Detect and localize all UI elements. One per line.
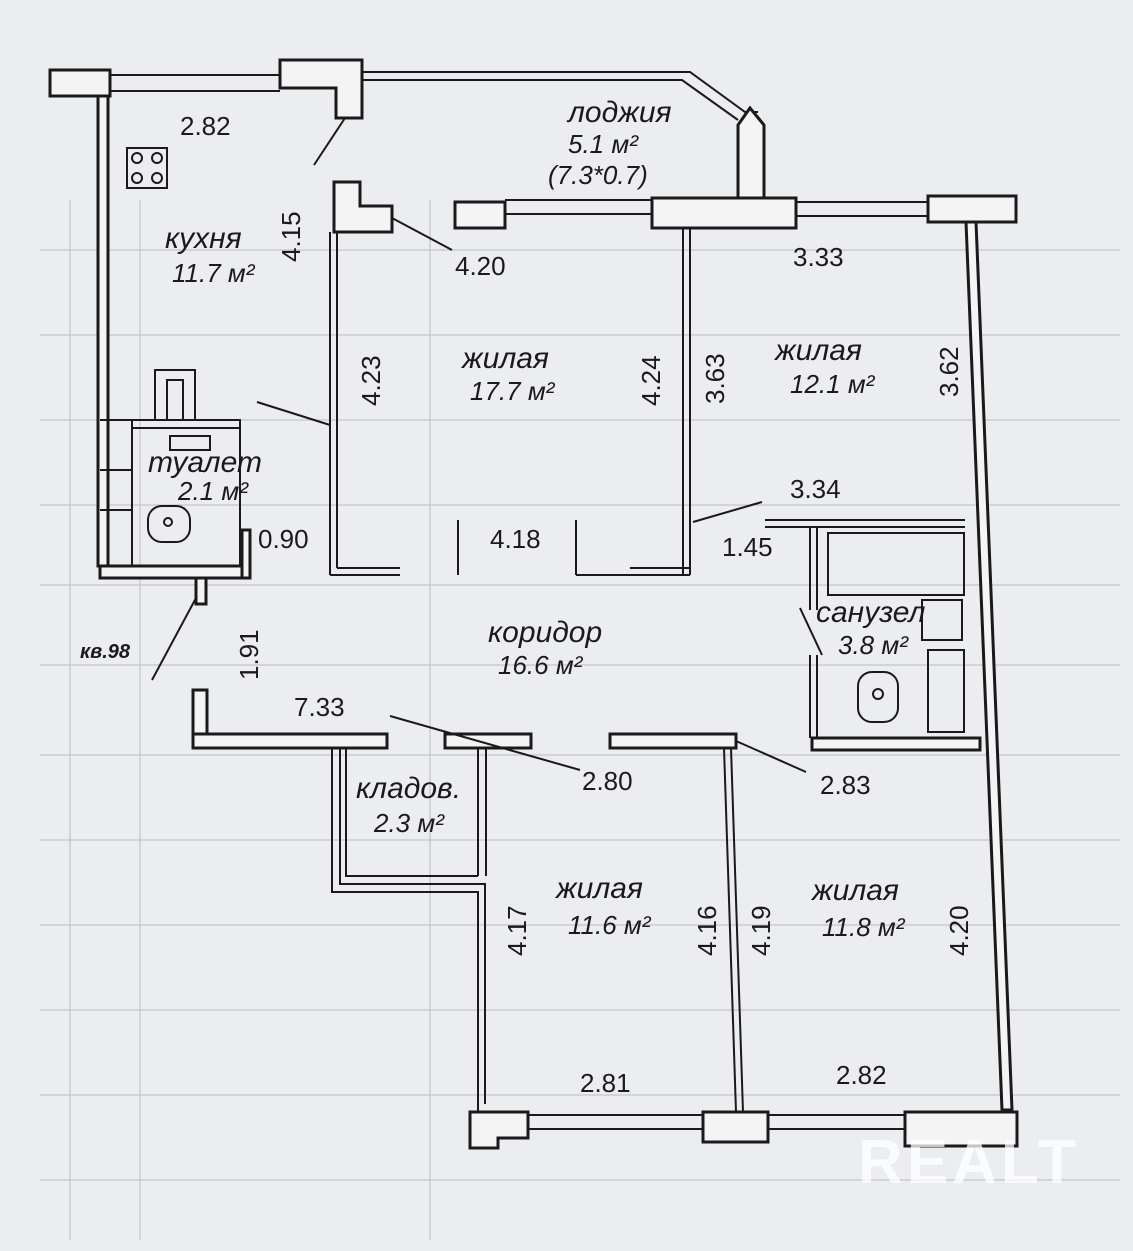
apartment-number: кв.98 bbox=[80, 641, 131, 663]
dim-living4-bottom: 2.82 bbox=[836, 1060, 887, 1090]
dim-living1-left: 4.23 bbox=[356, 355, 386, 406]
watermark-logo: REALT bbox=[858, 1128, 1080, 1197]
dim-loggia-link: 4.20 bbox=[455, 251, 506, 281]
room-loggia-note: (7.3*0.7) bbox=[548, 160, 648, 190]
room-loggia-name: лоджия bbox=[566, 96, 672, 129]
dim-living3-top: 2.80 bbox=[582, 766, 633, 796]
dim-kitchen-top: 2.82 bbox=[180, 111, 231, 141]
dim-living2-right: 3.62 bbox=[934, 346, 964, 397]
dim-living3-right: 4.16 bbox=[692, 905, 722, 956]
room-corridor-name: коридор bbox=[488, 616, 602, 649]
dim-living4-top: 2.83 bbox=[820, 770, 871, 800]
room-kitchen-name: кухня bbox=[165, 222, 242, 255]
dim-living3-left: 4.17 bbox=[502, 905, 532, 956]
room-living4-name: жилая bbox=[810, 874, 899, 907]
dim-living4-left: 4.19 bbox=[746, 905, 776, 956]
room-toilet-name: туалет bbox=[148, 446, 262, 479]
dim-corridor-length: 7.33 bbox=[294, 692, 345, 722]
room-toilet-area: 2.1 м² bbox=[177, 476, 249, 506]
room-living2-area: 12.1 м² bbox=[790, 369, 876, 399]
room-living4-area: 11.8 м² bbox=[822, 912, 906, 942]
room-living1-area: 17.7 м² bbox=[470, 376, 556, 406]
room-living1-name: жилая bbox=[460, 342, 549, 375]
room-kitchen-area: 11.7 м² bbox=[172, 258, 256, 288]
walls bbox=[48, 58, 1019, 1150]
room-storage-area: 2.3 м² bbox=[373, 808, 445, 838]
dim-living2-left: 3.63 bbox=[700, 353, 730, 404]
room-living3-area: 11.6 м² bbox=[568, 910, 652, 940]
room-bathroom-name: санузел bbox=[816, 596, 925, 629]
dim-living1-right: 4.24 bbox=[636, 355, 666, 406]
labels: 2.82 кухня 11.7 м² 4.15 лоджия 5.1 м² (7… bbox=[80, 96, 974, 1098]
room-storage-name: кладов. bbox=[356, 772, 461, 805]
dim-living3-bottom: 2.81 bbox=[580, 1068, 631, 1098]
leader-lines bbox=[151, 117, 823, 773]
room-bathroom-area: 3.8 м² bbox=[838, 630, 909, 660]
dim-corridor-side: 1.91 bbox=[234, 629, 264, 680]
dim-toilet-door: 0.90 bbox=[258, 524, 309, 554]
dim-kitchen-side: 4.15 bbox=[276, 211, 306, 262]
dim-living2-top: 3.33 bbox=[793, 242, 844, 272]
dim-living1-bottom: 4.18 bbox=[490, 524, 541, 554]
room-loggia-area: 5.1 м² bbox=[568, 129, 639, 159]
room-living2-name: жилая bbox=[773, 334, 862, 367]
dim-bath-top: 1.45 bbox=[722, 532, 773, 562]
room-living3-name: жилая bbox=[554, 872, 643, 905]
dim-living2-bottom: 3.34 bbox=[790, 474, 841, 504]
dim-living4-right: 4.20 bbox=[944, 905, 974, 956]
room-corridor-area: 16.6 м² bbox=[498, 650, 584, 680]
